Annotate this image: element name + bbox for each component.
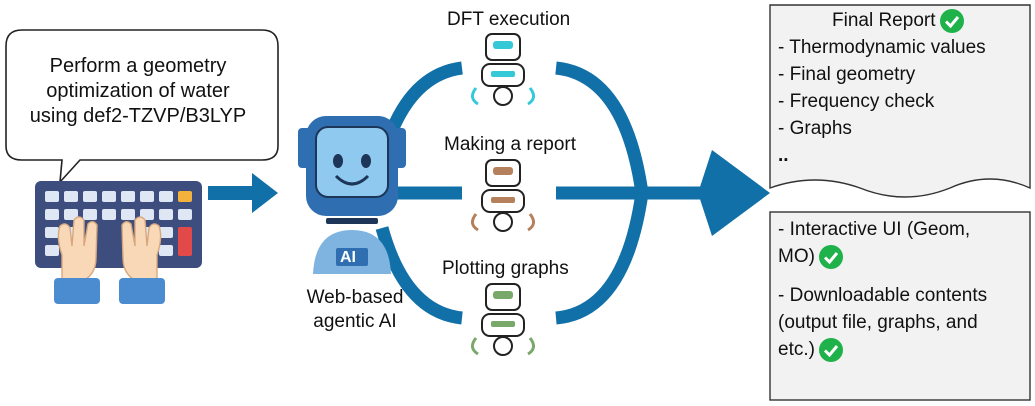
report-items: - Thermodynamic values - Final geometry …: [778, 34, 986, 169]
subagent-label-dft: DFT execution: [447, 9, 571, 30]
speech-bubble: [5, 29, 279, 185]
report-item: - Thermodynamic values: [778, 37, 986, 58]
ui-line-1: - Interactive UI (Geom,: [778, 219, 971, 240]
prompt-line-3: using def2-TZVP/B3LYP: [29, 105, 247, 127]
report-title-row: Final Report: [832, 7, 964, 34]
report-item: - Final geometry: [778, 64, 916, 85]
interactive-ui-box: [769, 211, 1031, 401]
keyboard-icon: [35, 181, 202, 268]
ui-line-5-row: etc.): [778, 336, 987, 363]
hands-icon: [54, 216, 165, 304]
input-arrow: [208, 173, 278, 213]
check-icon: [818, 244, 843, 269]
prompt-text: Perform a geometry optimization of water…: [10, 54, 266, 129]
ui-line-2: MO): [778, 246, 815, 267]
agent-caption-line-1: Web-based: [306, 287, 404, 308]
ui-line-4: (output file, graphs, and: [778, 312, 978, 333]
ui-line-5: etc.): [778, 339, 815, 360]
robot-report-icon: [471, 159, 535, 232]
prompt-line-1: Perform a geometry: [49, 55, 227, 77]
report-item: - Frequency check: [778, 91, 935, 112]
report-title: Final Report: [832, 10, 936, 31]
ai-robot-icon: [298, 116, 406, 274]
robot-dft-icon: [471, 33, 535, 106]
robot-graphs-icon: [471, 283, 535, 356]
ui-box-text: - Interactive UI (Geom, MO) - Downloadab…: [778, 216, 987, 363]
report-item: ..: [778, 145, 789, 166]
final-report-document: [769, 4, 1031, 198]
subagent-label-report: Making a report: [444, 134, 577, 155]
agent-caption: Web-based agentic AI: [300, 286, 410, 334]
check-icon: [939, 8, 964, 33]
output-arrowhead: [698, 150, 770, 236]
ui-line-2-row: MO): [778, 243, 987, 270]
ui-line-3: - Downloadable contents: [778, 285, 988, 306]
subagent-label-graphs: Plotting graphs: [442, 258, 569, 279]
flow-connectors: [375, 61, 700, 325]
agent-caption-line-2: agentic AI: [313, 311, 397, 332]
ai-badge: AI: [340, 249, 356, 266]
prompt-line-2: optimization of water: [46, 80, 230, 102]
report-item: - Graphs: [778, 118, 852, 139]
check-icon: [818, 337, 843, 362]
